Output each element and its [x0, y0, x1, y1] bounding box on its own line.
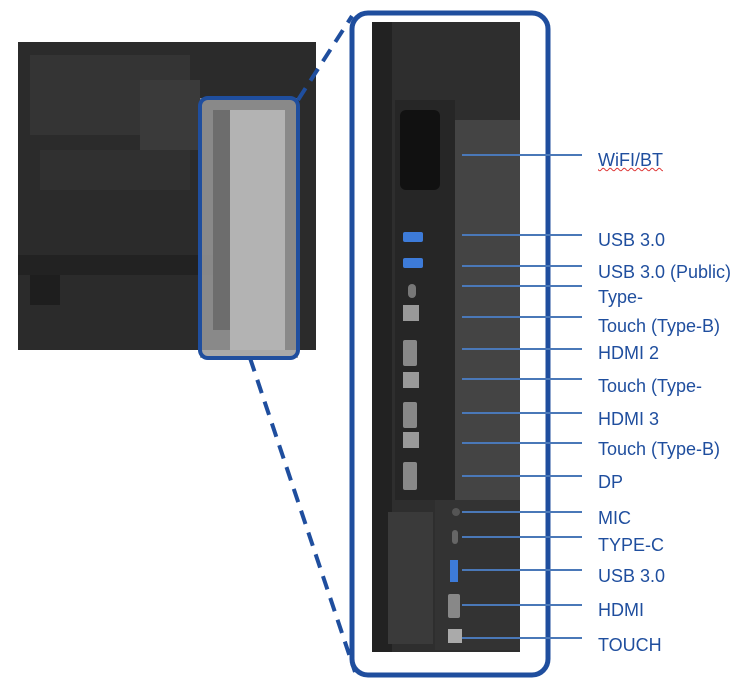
- port-label: Touch (Type-B): [598, 439, 721, 459]
- port-panel-closeup: [372, 22, 520, 652]
- port-label: HDMI: [598, 600, 644, 620]
- port-label: TYPE-C: [598, 535, 665, 555]
- port-label: MIC: [598, 508, 631, 528]
- port-label: Touch (Type-: [598, 376, 703, 396]
- port-label: USB 3.0: [598, 566, 666, 586]
- zoom-source-box: [198, 96, 300, 360]
- port-label: TOUCH: [598, 635, 662, 655]
- leader-lines: [462, 154, 582, 639]
- display-back-overview: [18, 42, 316, 358]
- port-label: HDMI 3: [598, 409, 660, 429]
- dashed-connector-bottom: [248, 357, 357, 673]
- port-label: Touch (Type-B): [598, 316, 721, 336]
- port-label: USB 3.0 (Public): [598, 262, 732, 282]
- port-label: Type-: [598, 287, 644, 307]
- port-label: WiFI/BT: [598, 150, 663, 170]
- port-label: HDMI 2: [598, 343, 660, 363]
- zoom-callout-frame: [349, 10, 551, 678]
- dashed-connector-top: [296, 14, 354, 102]
- port-label: DP: [598, 472, 624, 492]
- port-label: USB 3.0: [598, 230, 666, 250]
